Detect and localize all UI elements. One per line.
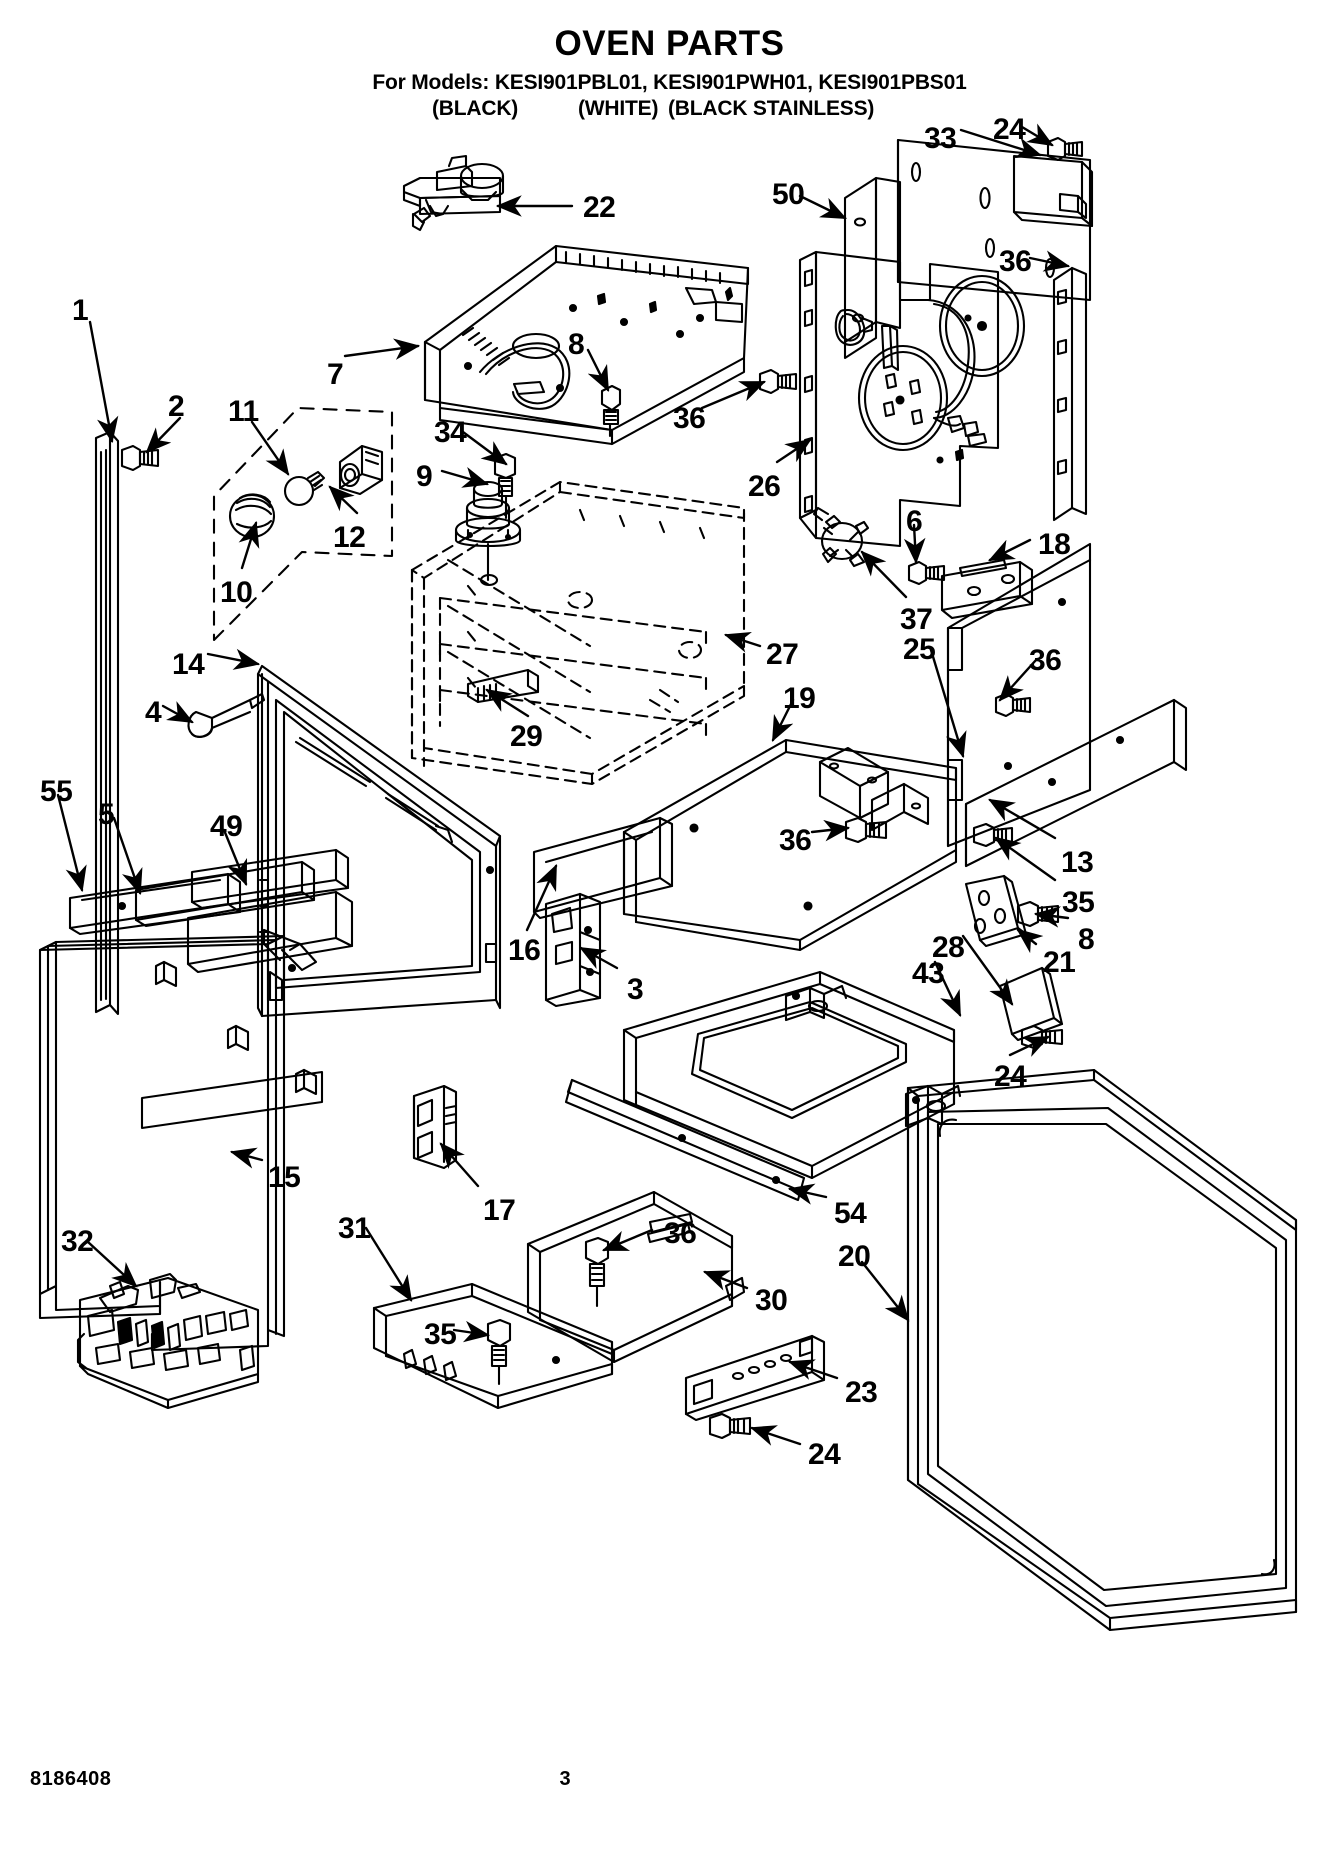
callout-36-d: 36 bbox=[779, 824, 812, 857]
callout-31: 31 bbox=[338, 1212, 371, 1245]
callout-11: 11 bbox=[228, 395, 259, 428]
color-white-label: (WHITE) bbox=[578, 96, 659, 120]
callout-5: 5 bbox=[98, 798, 115, 831]
callout-12: 12 bbox=[333, 521, 366, 554]
callout-1: 1 bbox=[72, 294, 89, 327]
color-legend: (BLACK) (WHITE) (BLACK STAINLESS) bbox=[0, 97, 1339, 123]
callout-28: 28 bbox=[932, 931, 965, 964]
page-title: OVEN PARTS bbox=[554, 24, 785, 63]
callout-54: 54 bbox=[834, 1197, 867, 1230]
callout-33: 33 bbox=[924, 122, 957, 155]
diagram-header: OVEN PARTS For Models: KESI901PBL01, KES… bbox=[0, 24, 1339, 123]
callout-34: 34 bbox=[434, 416, 467, 449]
callout-27: 27 bbox=[766, 638, 799, 671]
callout-10: 10 bbox=[220, 576, 253, 609]
callout-3: 3 bbox=[627, 973, 644, 1006]
callout-6: 6 bbox=[906, 505, 923, 538]
callout-19: 19 bbox=[783, 682, 816, 715]
color-black-label: (BLACK) bbox=[432, 96, 519, 120]
callout-36-b: 36 bbox=[673, 402, 706, 435]
callout-50: 50 bbox=[772, 178, 805, 211]
callout-13: 13 bbox=[1061, 846, 1094, 879]
callout-8-top: 8 bbox=[568, 328, 585, 361]
callout-8-right: 8 bbox=[1078, 923, 1095, 956]
callout-49: 49 bbox=[210, 810, 243, 843]
callout-25: 25 bbox=[903, 633, 936, 666]
callout-21: 21 bbox=[1043, 946, 1076, 979]
callout-2: 2 bbox=[168, 390, 185, 423]
models-line: For Models: KESI901PBL01, KESI901PWH01, … bbox=[372, 70, 967, 94]
callout-20: 20 bbox=[838, 1240, 871, 1273]
callout-22: 22 bbox=[583, 191, 616, 224]
callout-35-a: 35 bbox=[1062, 886, 1095, 919]
callout-14: 14 bbox=[172, 648, 205, 681]
callout-23: 23 bbox=[845, 1376, 878, 1409]
callout-7: 7 bbox=[327, 358, 344, 391]
callout-43: 43 bbox=[912, 957, 945, 990]
callout-18: 18 bbox=[1038, 528, 1071, 561]
footer-part-number: 8186408 bbox=[30, 1768, 112, 1790]
footer-page-number: 3 bbox=[559, 1768, 571, 1790]
callout-24-bottom: 24 bbox=[808, 1438, 841, 1471]
callout-4: 4 bbox=[145, 696, 162, 729]
callout-9: 9 bbox=[416, 460, 433, 493]
callout-16: 16 bbox=[508, 934, 541, 967]
callout-26: 26 bbox=[748, 470, 781, 503]
callout-30: 30 bbox=[755, 1284, 788, 1317]
callout-36-e: 36 bbox=[664, 1217, 697, 1250]
color-black-stainless-label: (BLACK STAINLESS) bbox=[668, 96, 875, 120]
callout-36-a: 36 bbox=[999, 245, 1032, 278]
callout-24-mid: 24 bbox=[994, 1060, 1027, 1093]
callout-32: 32 bbox=[61, 1225, 94, 1258]
callout-17: 17 bbox=[483, 1194, 516, 1227]
callout-35-b: 35 bbox=[424, 1318, 457, 1351]
callout-24-top: 24 bbox=[993, 113, 1026, 146]
callout-29: 29 bbox=[510, 720, 543, 753]
callout-15: 15 bbox=[268, 1161, 301, 1194]
callout-37: 37 bbox=[900, 603, 933, 636]
callout-36-c: 36 bbox=[1029, 644, 1062, 677]
callout-55: 55 bbox=[40, 775, 73, 808]
